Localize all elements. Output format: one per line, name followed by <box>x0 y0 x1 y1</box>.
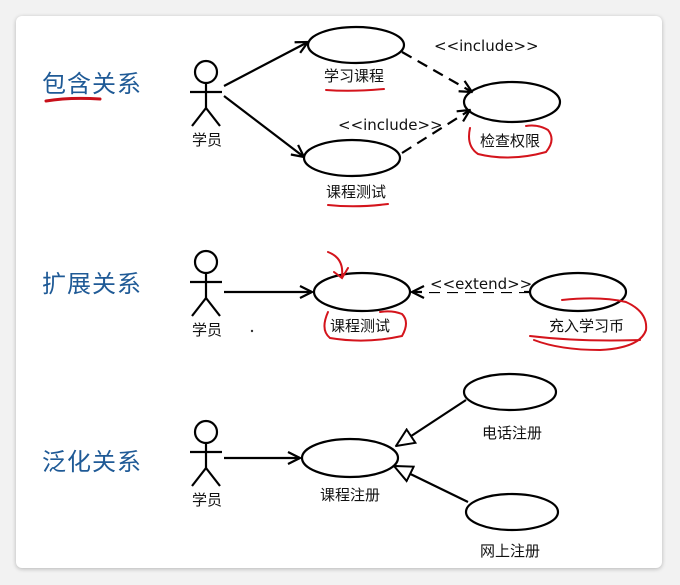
actor-head <box>193 249 219 275</box>
section-title-include: 包含关系 <box>42 70 142 98</box>
circle-annotation <box>323 310 407 342</box>
section-title-extend: 扩展关系 <box>42 270 142 298</box>
actor-leg-left <box>191 107 207 127</box>
underline-annotation <box>327 203 389 208</box>
use-case-web-register <box>464 492 560 532</box>
actor-label: 学员 <box>192 491 222 509</box>
use-case-label: 学习课程 <box>324 67 384 85</box>
actor-label: 学员 <box>192 131 222 149</box>
stereotype-bg <box>428 274 524 292</box>
underline-annotation <box>529 335 641 342</box>
actor-head <box>193 419 219 445</box>
actor-extend <box>190 249 222 317</box>
use-case-course-test <box>312 271 412 313</box>
use-case-label: 课程注册 <box>320 486 380 504</box>
include-arrow <box>401 110 470 154</box>
stereotype-label: <<include>> <box>338 116 443 134</box>
use-case-course-test <box>302 138 402 178</box>
generalization-arrow <box>396 399 467 446</box>
use-case-recharge-coins <box>528 271 628 313</box>
use-case-course-register <box>300 437 400 479</box>
generalization-arrow <box>394 466 469 503</box>
section-title-generalize: 泛化关系 <box>42 448 142 476</box>
title-underline-annotation <box>44 96 102 103</box>
actor-label: 学员 <box>192 321 222 339</box>
underline-annotation <box>325 88 385 92</box>
actor-include <box>190 59 222 127</box>
use-case-label: 充入学习币 <box>549 317 624 335</box>
use-case-label: 课程测试 <box>330 317 390 335</box>
association-arrow <box>223 95 304 157</box>
stereotype-label: <<include>> <box>434 37 539 55</box>
use-case-learn-course <box>306 25 406 65</box>
actor-leg-left <box>191 467 207 487</box>
circle-annotation <box>533 297 648 352</box>
association-arrow <box>223 42 308 87</box>
use-case-label: 检查权限 <box>480 132 540 150</box>
include-arrow <box>401 51 472 92</box>
stereotype-label: <<extend>> <box>430 275 532 293</box>
actor-leg-right <box>205 467 221 487</box>
actor-leg-left <box>191 297 207 317</box>
actor-leg-right <box>205 297 221 317</box>
check-annotation <box>327 251 349 280</box>
actor-leg-right <box>205 107 221 127</box>
use-case-label: 电话注册 <box>482 424 542 442</box>
circle-annotation <box>468 124 553 159</box>
stray-dot <box>250 329 254 333</box>
use-case-phone-register <box>462 372 558 412</box>
use-case-label: 网上注册 <box>480 542 540 560</box>
use-case-label: 课程测试 <box>326 183 386 201</box>
actor-head <box>193 59 219 85</box>
use-case-check-permission <box>462 80 562 124</box>
actor-generalize <box>190 419 222 487</box>
